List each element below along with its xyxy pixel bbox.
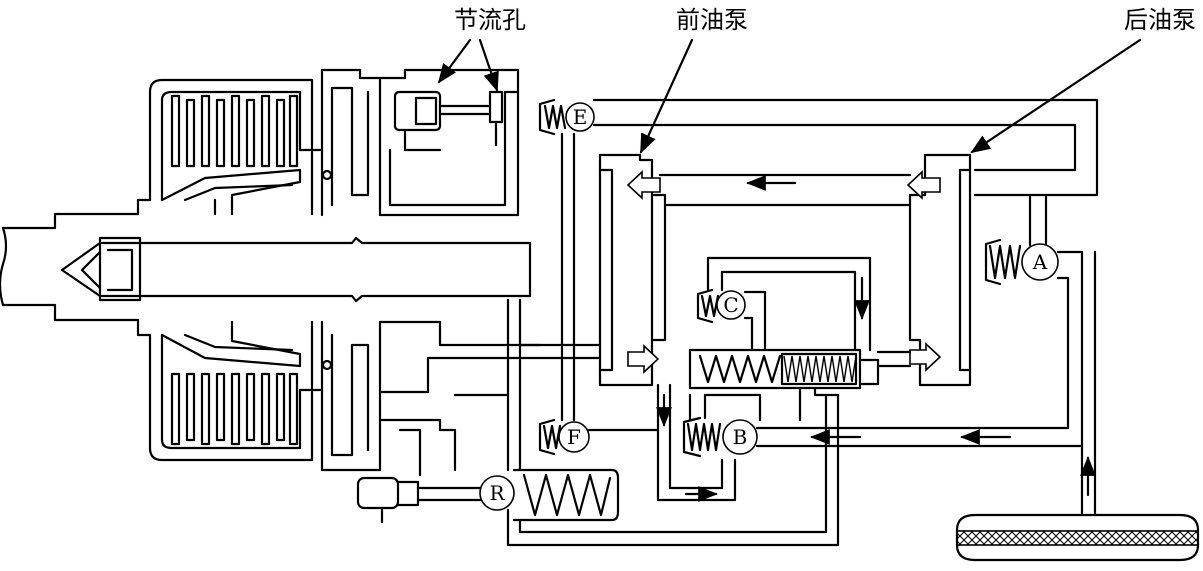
rear-pump-callout: 后油泵 (970, 6, 1196, 154)
front-pump-outlet-arrow (626, 170, 661, 200)
pump-channel (658, 173, 912, 207)
input-shaft (0, 198, 532, 337)
front-pump-callout: 前油泵 (639, 6, 748, 154)
lower-channels (378, 298, 602, 477)
oil-reservoir-filter (955, 513, 1200, 562)
clutch-plates-lower (170, 372, 299, 446)
orifice-body (378, 68, 520, 217)
valve-c: C (696, 288, 746, 324)
clutch-drum-lower (148, 320, 324, 462)
clutch-drum-upper (148, 78, 324, 216)
inner-loop (706, 256, 872, 352)
rear-pump-inlet-arrow (909, 342, 942, 372)
orifice-label: 节流孔 (454, 6, 526, 34)
top-loop-lines (560, 98, 1099, 422)
valve-r-label: R (489, 481, 505, 505)
valve-a: A (984, 193, 1097, 517)
right-return-lines (755, 276, 1084, 448)
rear-pump (906, 153, 972, 387)
clutch-plates-upper (170, 94, 299, 168)
front-pump-label: 前油泵 (676, 6, 748, 34)
front-pump (598, 153, 667, 387)
valve-e: E (538, 98, 595, 136)
front-pump-inlet-arrow (627, 344, 660, 374)
front-pump-return-lines (656, 383, 737, 502)
valve-e-label: E (573, 105, 588, 129)
valve-c-label: C (723, 293, 738, 317)
valve-a-label: A (1032, 250, 1048, 274)
piston-housing-upper (320, 68, 382, 217)
valve-b: B (682, 393, 762, 458)
piston-housing-lower (320, 320, 382, 472)
valve-r: R (356, 393, 840, 547)
valve-f-label: F (567, 425, 581, 449)
valve-f: F (538, 418, 660, 456)
rear-pump-outlet-arrow (906, 170, 941, 200)
regulator-spool (688, 348, 912, 422)
rear-pump-label: 后油泵 (1124, 6, 1196, 34)
orifice-callout: 节流孔 (437, 6, 526, 92)
valve-b-label: B (733, 425, 748, 449)
